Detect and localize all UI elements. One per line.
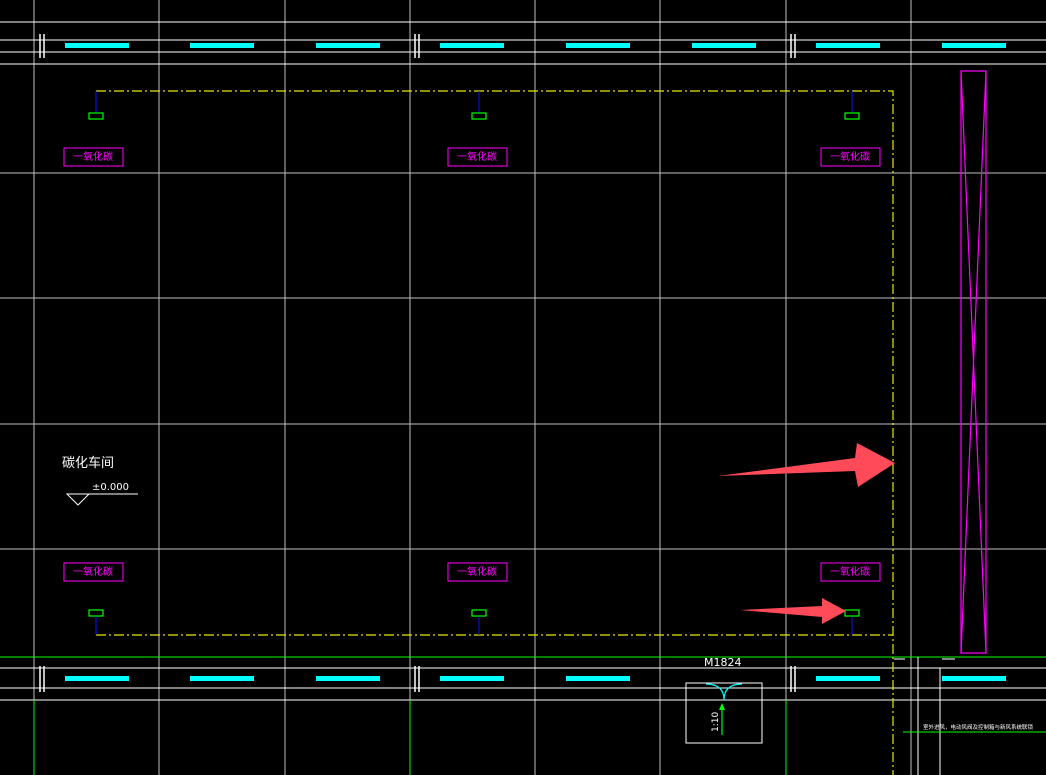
co-sensor-label: 一氧化碳	[830, 565, 870, 578]
elevation-marker	[65, 493, 138, 506]
elevation-label: ±0.000	[92, 482, 129, 493]
room-name-label: 碳化车间	[62, 455, 114, 471]
door-ramp	[685, 682, 763, 744]
co-sensor-label: 一氧化碳	[457, 150, 497, 163]
co-sensor-label: 一氧化碳	[73, 150, 113, 163]
co-sensor-label: 一氧化碳	[830, 150, 870, 163]
valve-column	[894, 657, 1046, 775]
side-note-label: 室外进风，电动风阀及控制箱与新风系统联锁	[923, 723, 1034, 731]
room-boundary	[96, 90, 894, 775]
top-wall	[0, 21, 1046, 65]
co-sensor-label: 一氧化碳	[73, 565, 113, 578]
vertical-duct	[960, 70, 987, 654]
co-sensors	[63, 91, 881, 635]
co-sensor-label: 一氧化碳	[457, 565, 497, 578]
door-tag-label: M1824	[704, 656, 742, 669]
ramp-slope-label: 1:10	[711, 712, 721, 732]
bottom-wall	[0, 656, 1046, 775]
annotation-arrows	[718, 443, 895, 624]
